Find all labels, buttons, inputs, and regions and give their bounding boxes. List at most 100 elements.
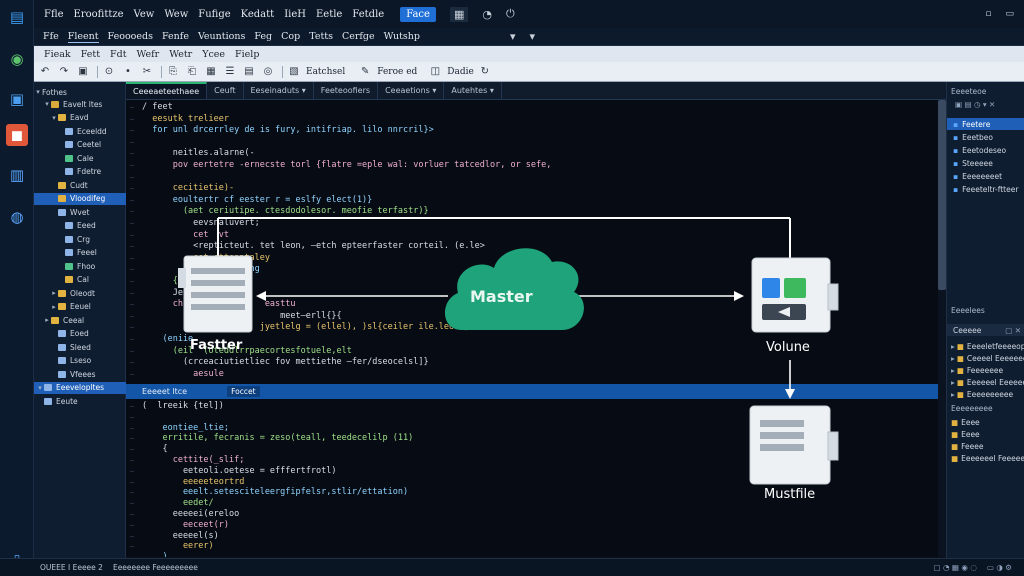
menu3-item[interactable]: Wefr <box>136 48 160 60</box>
menu2-item[interactable]: Feoooeds <box>107 31 153 42</box>
menu2-item[interactable]: Cerfge <box>341 31 375 42</box>
explorer-item[interactable]: Eeed <box>34 220 126 232</box>
right-panel-item[interactable]: ■Eeee <box>947 428 1024 440</box>
explorer-item[interactable]: ▾Eavelt ltes <box>34 98 126 110</box>
menu-item-kedatt[interactable]: Kedatt <box>240 8 275 20</box>
chevron-right-icon[interactable]: ▸ <box>45 316 49 324</box>
explorer-item[interactable]: Lseso <box>34 355 126 367</box>
menu-item-file[interactable]: Ffle <box>44 8 64 20</box>
right-panel-item[interactable]: ▪Feetere <box>947 118 1024 130</box>
menu-item-edit[interactable]: Eroofittze <box>73 8 124 20</box>
explorer-item[interactable]: Sleed <box>34 341 126 353</box>
menu-item-active[interactable]: Face <box>400 6 436 22</box>
right-panel-item[interactable]: ■Feeee <box>947 440 1024 452</box>
accounts-icon[interactable]: ◍ <box>10 208 24 226</box>
explorer-item[interactable]: ▸Eeuel <box>34 301 126 313</box>
power-icon[interactable]: ⏻ <box>505 7 515 20</box>
split-bar-tag[interactable]: Foccet <box>227 386 260 397</box>
dot-icon[interactable]: • <box>125 66 131 77</box>
menu3-item[interactable]: Wetr <box>169 48 193 60</box>
right-panel-item[interactable]: ▪Steeeee <box>947 157 1024 169</box>
toolbar-button[interactable]: Eatchsel <box>306 66 346 77</box>
chevron-down-icon[interactable]: ▾ <box>52 113 56 122</box>
menu2-item[interactable]: Cop <box>281 31 301 42</box>
explorer-item[interactable]: ▸Oleodt <box>34 287 126 299</box>
right-panel-toolbar-icons[interactable]: ▣ ▤ ◷ ▾ ✕ <box>955 100 996 109</box>
close-icon[interactable]: ▭ <box>1005 9 1014 19</box>
explorer-item[interactable]: ▾Eeevelopltes <box>34 381 126 394</box>
explorer-item[interactable]: Fdetre <box>34 166 126 178</box>
menu2-item[interactable]: Ffe <box>43 31 59 42</box>
chevron-right-icon[interactable]: ▸ <box>52 302 56 311</box>
menu-item-view[interactable]: Vew <box>133 8 155 20</box>
menu2-item[interactable]: Feg <box>254 31 273 42</box>
explorer-item[interactable]: Ceetel <box>34 139 126 151</box>
explorer-item[interactable]: Wvet <box>34 206 126 218</box>
scrollbar-thumb[interactable] <box>938 100 946 290</box>
save-icon[interactable]: ▣ <box>78 66 88 77</box>
logo-icon[interactable]: ▤ <box>9 8 25 26</box>
chevron-right-icon[interactable]: ▸ <box>951 353 955 363</box>
layout-icon[interactable]: ▦ <box>449 6 469 22</box>
tab-editor-1[interactable]: Ceeeaeteethaee <box>126 82 208 99</box>
menu-item-window[interactable]: Wew <box>164 8 189 20</box>
menu3-item[interactable]: Fielp <box>235 48 260 60</box>
layout-icon[interactable]: ▤ <box>244 66 254 77</box>
explorer-item[interactable]: Crg <box>34 233 126 245</box>
code-editor-top[interactable]: —/ feet— eesutk trelieer— for unl drcerr… <box>126 100 938 384</box>
debug-icon[interactable]: ▣ <box>9 90 25 108</box>
right-panel-item[interactable]: ▪Eeetodeseo <box>947 144 1024 156</box>
remote-icon[interactable]: ▥ <box>9 166 25 184</box>
tab-editor-2[interactable]: Ceuft <box>207 82 244 99</box>
menu3-item[interactable]: Fdt <box>110 48 127 60</box>
right-panel-item[interactable]: ▸■Eeeeletfeeeeop <box>947 340 1024 352</box>
refresh-icon[interactable]: ↻ <box>480 66 490 77</box>
restore-icon[interactable]: ▫ <box>985 9 992 19</box>
chevron-right-icon[interactable]: ▸ <box>951 377 955 387</box>
globe-icon[interactable]: ◎ <box>263 66 273 77</box>
chevron-right-icon[interactable]: ▸ <box>951 389 955 399</box>
explorer-item[interactable]: Feeel <box>34 247 126 259</box>
status-item[interactable]: Eeeeeeee Feeeeeeeee <box>112 563 198 572</box>
redo-icon[interactable]: ↷ <box>59 66 69 77</box>
toolbar-button[interactable]: Feroe ed <box>377 66 418 77</box>
close-icon[interactable]: ▢ ✕ <box>1005 325 1021 335</box>
menu2-item[interactable]: Fleent <box>67 30 99 43</box>
menu3-item[interactable]: Fieak <box>44 48 71 60</box>
explorer-item[interactable]: Vfeees <box>34 368 126 380</box>
source-control-icon[interactable]: ◉ <box>10 50 24 68</box>
chevron-down-icon[interactable]: ▾ <box>38 383 42 392</box>
file-icon[interactable]: ▧ <box>289 66 299 77</box>
chevron-down-icon[interactable]: ▾ <box>45 100 49 108</box>
tab-editor-6[interactable]: Autehtes ▾ <box>444 82 502 99</box>
bell-icon[interactable]: ◔ <box>482 7 492 21</box>
right-panel-item[interactable]: ▪Eeeeeeeet <box>947 170 1024 182</box>
status-icons-right[interactable]: ▭ ◑ ⚙ <box>986 563 1012 572</box>
grid-icon[interactable]: ▦ <box>206 66 216 77</box>
explorer-item[interactable]: ▸Ceeal <box>34 314 126 326</box>
view-icon[interactable]: ◫ <box>430 66 441 77</box>
menu-item-figure[interactable]: Fufige <box>198 8 231 20</box>
explorer-item[interactable]: ▾Eavd <box>34 112 126 124</box>
extensions-icon[interactable]: ◼ <box>6 124 28 146</box>
pencil-icon[interactable]: ✎ <box>361 66 370 77</box>
menu2-item[interactable]: Wutshp <box>383 31 420 42</box>
explorer-item[interactable]: Eceeldd <box>34 125 126 137</box>
right-panel-item[interactable]: ▸■Eeeeeeeeee <box>947 388 1024 400</box>
tab-editor-3[interactable]: Eeseinaduts ▾ <box>244 82 314 99</box>
chevron-down-icon[interactable]: ▾ <box>529 30 536 43</box>
explorer-item[interactable]: Vloodifeg <box>34 192 126 205</box>
right-panel-item[interactable]: ▸■Eeeeeel Eeeeeee <box>947 376 1024 388</box>
right-panel-item[interactable]: ■Eeee <box>947 416 1024 428</box>
menu-item-help[interactable]: IieH <box>284 8 306 20</box>
status-item[interactable]: OUEEE I Eeeee 2 <box>40 563 103 572</box>
copy-icon[interactable]: ⎘ <box>169 66 177 77</box>
undo-icon[interactable]: ↶ <box>40 66 50 77</box>
pin-icon[interactable]: ▾ <box>510 30 516 43</box>
chevron-down-icon[interactable]: ▾ <box>36 88 40 96</box>
explorer-item[interactable]: Eeute <box>34 395 126 407</box>
menu-item-fetdle[interactable]: Fetdle <box>352 8 385 20</box>
right-panel-item[interactable]: ▪Eeetbeo <box>947 131 1024 143</box>
code-editor-bottom[interactable]: —( lreeik {tel])—— eontiee_ltie;— erriti… <box>126 399 938 557</box>
tab-editor-4[interactable]: Feeteoofiers <box>314 82 379 99</box>
